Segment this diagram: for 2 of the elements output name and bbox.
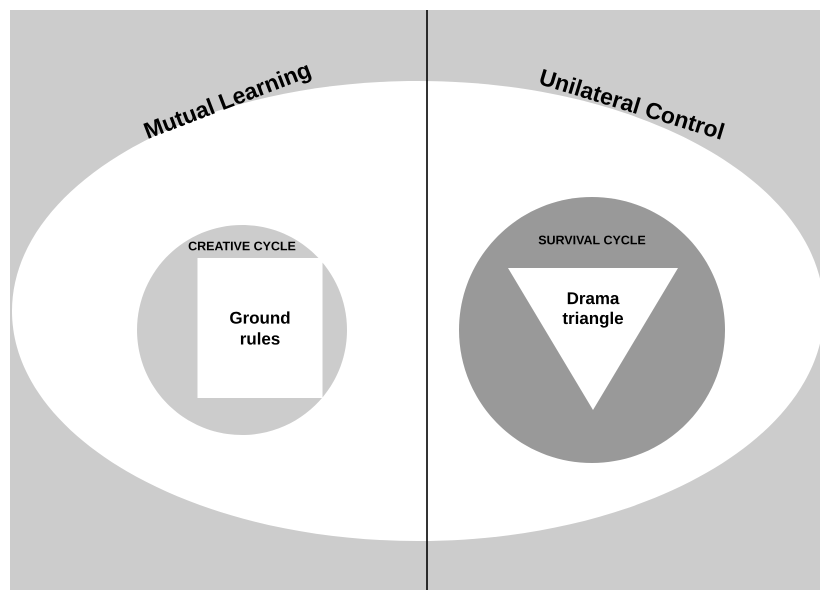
drama-triangle: Drama triangle: [508, 268, 678, 410]
rules-box: Ground rules: [198, 258, 322, 398]
